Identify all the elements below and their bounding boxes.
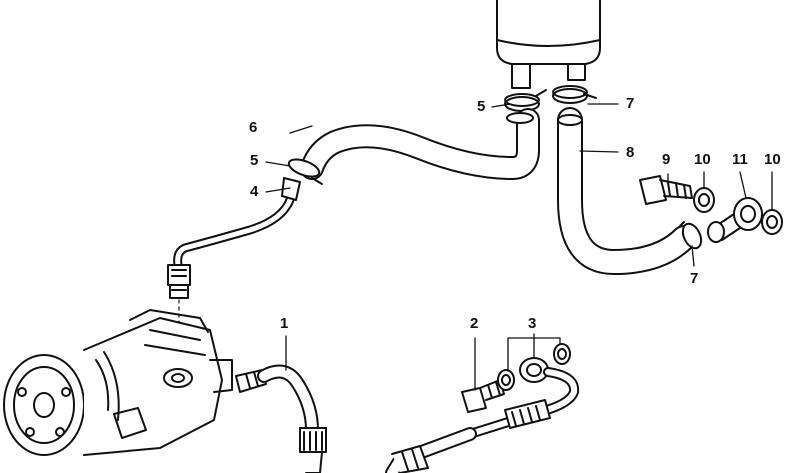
callout-5-upper: 5: [477, 98, 486, 115]
hose-clamp-7-upper: [552, 85, 597, 104]
hose-clamp-5-upper: [504, 89, 547, 112]
callout-10-right: 10: [764, 151, 781, 168]
leader-11: [739, 171, 747, 199]
return-hose-8: [557, 107, 697, 275]
sealing-washer-10-right: [761, 209, 783, 235]
hose-clamp-5-lower: [287, 158, 323, 185]
hose-6: [300, 108, 540, 180]
leader-6: [289, 125, 313, 134]
hose-clamp-7-lower: [679, 221, 703, 250]
sealing-washers-3: [497, 343, 571, 391]
callout-10-left: 10: [694, 151, 711, 168]
pressure-hose-1: [235, 364, 327, 473]
return-pipe-fitting: [385, 357, 580, 473]
leader-5-lower: [265, 161, 291, 167]
pressure-pipe-4: [167, 177, 301, 299]
callout-2: 2: [470, 315, 479, 332]
power-steering-pump: [3, 309, 233, 456]
leader-3: [507, 333, 561, 371]
callout-9: 9: [662, 151, 671, 168]
sealing-washer-10-left: [693, 187, 715, 213]
callout-4: 4: [250, 183, 259, 200]
banjo-fitting-11: [707, 197, 763, 243]
leader-7-lower: [691, 245, 695, 267]
callout-8: 8: [626, 144, 635, 161]
callout-11: 11: [732, 151, 748, 168]
banjo-bolt-9: [639, 175, 693, 205]
leader-5-upper: [491, 103, 511, 108]
leader-4: [265, 187, 291, 193]
leader-lines: [265, 103, 773, 391]
callout-7-upper: 7: [626, 95, 635, 112]
leader-8: [579, 150, 619, 153]
fluid-reservoir: [496, 0, 601, 89]
callout-7-lower: 7: [690, 270, 699, 287]
callout-3: 3: [528, 315, 537, 332]
callout-6: 6: [249, 119, 258, 136]
callout-5-lower: 5: [250, 152, 259, 169]
banjo-bolt-2: [461, 379, 505, 413]
callout-1: 1: [280, 315, 289, 332]
